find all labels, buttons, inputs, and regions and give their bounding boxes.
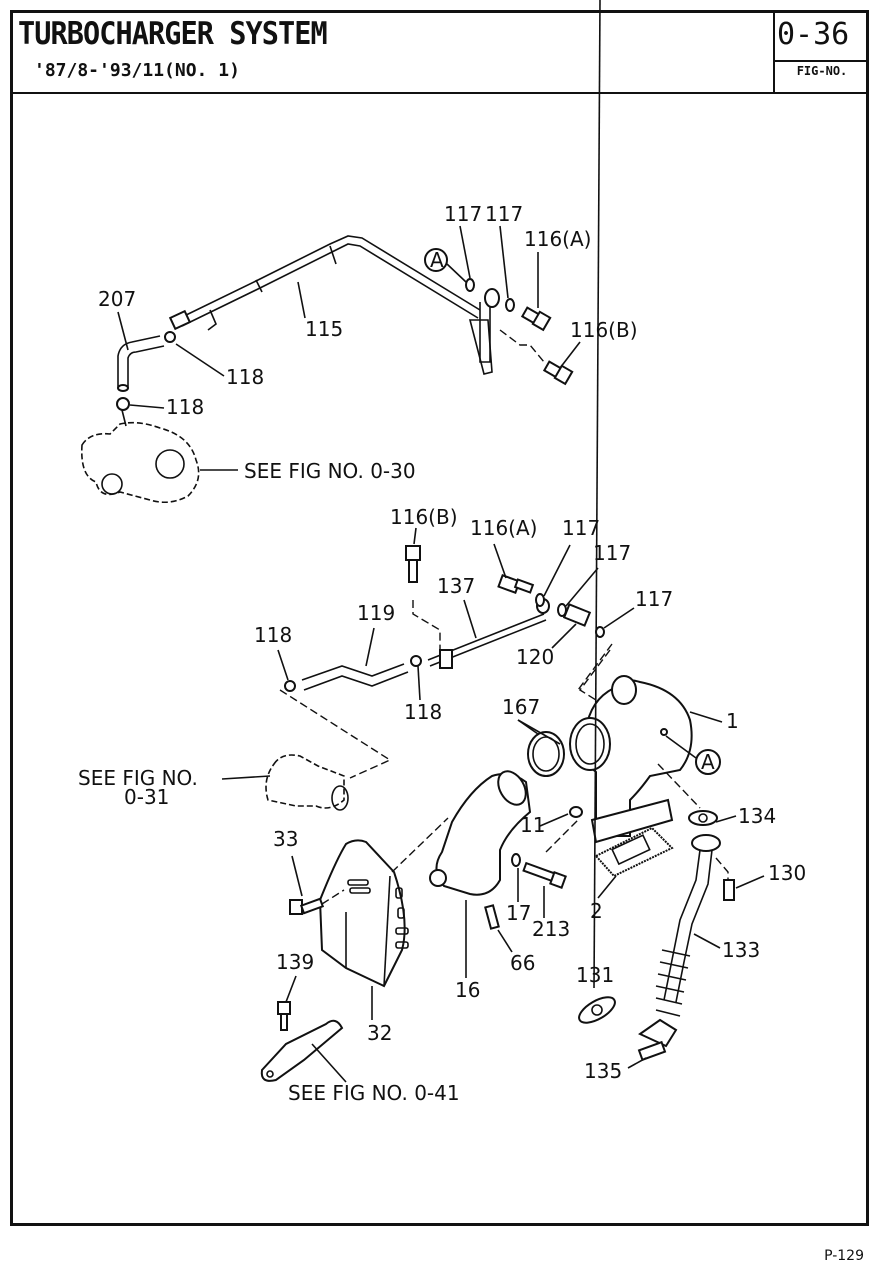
- see-fig-0-31[interactable]: SEE FIG NO.: [78, 766, 198, 790]
- callout-116a: 116(A): [524, 227, 591, 251]
- callout-119: 119: [357, 601, 395, 625]
- gasket-2: [594, 826, 674, 878]
- bolt-130: [723, 879, 735, 901]
- callout-133: 133: [722, 938, 760, 962]
- header: TURBOCHARGER SYSTEM '87/8-'93/11(NO. 1) …: [10, 10, 869, 94]
- see-fig-0-31-number[interactable]: 0-31: [124, 785, 169, 809]
- pipe-137: [427, 598, 550, 669]
- bolt-135: [637, 1040, 667, 1062]
- callout-16: 16: [455, 978, 480, 1002]
- stud-66: [484, 904, 500, 930]
- bolt-139: [277, 1001, 291, 1031]
- eye-bolt-116b: [405, 545, 421, 583]
- gasket-134: [688, 810, 718, 826]
- fig-number-box: 0-36 FIG-NO.: [773, 10, 869, 94]
- callout-137: 137: [437, 574, 475, 598]
- callout-213: 213: [532, 917, 570, 941]
- bolt-213: [522, 861, 567, 889]
- eye-bolt-116a: [520, 306, 552, 332]
- washer-17: [511, 853, 521, 867]
- adapter-120: [562, 603, 592, 627]
- callout-207: 207: [98, 287, 136, 311]
- callout-117: 117: [485, 202, 523, 226]
- marker-a-circle: [695, 749, 721, 775]
- page-number: P-129: [824, 1248, 864, 1264]
- callout-117: 117: [593, 541, 631, 565]
- callout-116a: 116(A): [470, 516, 537, 540]
- callout-118: 118: [166, 395, 204, 419]
- thermostat-housing: [265, 754, 349, 811]
- callout-33: 33: [273, 827, 298, 851]
- diagram-frame: [10, 10, 869, 1226]
- hose-119: [284, 655, 422, 692]
- see-fig-0-41[interactable]: SEE FIG NO. 0-41: [288, 1081, 460, 1105]
- callout-135: 135: [584, 1059, 622, 1083]
- callout-134: 134: [738, 804, 776, 828]
- callout-117: 117: [562, 516, 600, 540]
- callout-131: 131: [576, 963, 614, 987]
- washer-117: [535, 593, 545, 607]
- mounting-bracket: [260, 1019, 344, 1082]
- eye-bolt-116b: [542, 360, 574, 386]
- hose-207: [116, 331, 176, 411]
- turbocharger-1: [569, 675, 693, 844]
- callout-118: 118: [254, 623, 292, 647]
- callout-167: 167: [502, 695, 540, 719]
- marker-a: A: [430, 248, 444, 272]
- eye-bolt-116a: [497, 574, 535, 594]
- see-fig-0-30[interactable]: SEE FIG NO. 0-30: [244, 459, 416, 483]
- marker-a-circle: [424, 248, 448, 272]
- washer-117: [465, 278, 475, 292]
- callout-139: 139: [276, 950, 314, 974]
- callout-118: 118: [404, 700, 442, 724]
- seal-ring-167: [527, 731, 565, 777]
- callout-117: 117: [635, 587, 673, 611]
- fig-label: FIG-NO.: [796, 64, 848, 78]
- callout-66: 66: [510, 951, 535, 975]
- callout-120: 120: [516, 645, 554, 669]
- callout-118: 118: [226, 365, 264, 389]
- page-title: TURBOCHARGER SYSTEM: [18, 16, 328, 52]
- bolt-33: [289, 897, 325, 915]
- water-pump: [80, 409, 200, 504]
- washer-117: [505, 298, 515, 312]
- callout-1: 1: [726, 709, 739, 733]
- washer-117: [595, 626, 605, 638]
- oil-return-pipe-133: [638, 834, 721, 1048]
- pipe-bracket: [468, 288, 500, 375]
- callout-117: 117: [444, 202, 482, 226]
- gasket-131: [578, 996, 616, 1024]
- callout-32: 32: [367, 1021, 392, 1045]
- water-pipe-115: [168, 235, 481, 331]
- nut-11: [569, 806, 583, 818]
- callout-17: 17: [506, 901, 531, 925]
- fig-number: 0-36: [775, 10, 869, 62]
- callout-116b: 116(B): [570, 318, 638, 342]
- callout-2: 2: [590, 899, 603, 923]
- callout-130: 130: [768, 861, 806, 885]
- callout-115: 115: [305, 317, 343, 341]
- marker-a: A: [701, 750, 715, 774]
- model-range: '87/8-'93/11(NO. 1): [34, 60, 240, 81]
- callout-116b: 116(B): [390, 505, 458, 529]
- exhaust-elbow-16: [429, 770, 532, 896]
- washer-117: [557, 603, 567, 617]
- heat-shield-32: [318, 839, 409, 988]
